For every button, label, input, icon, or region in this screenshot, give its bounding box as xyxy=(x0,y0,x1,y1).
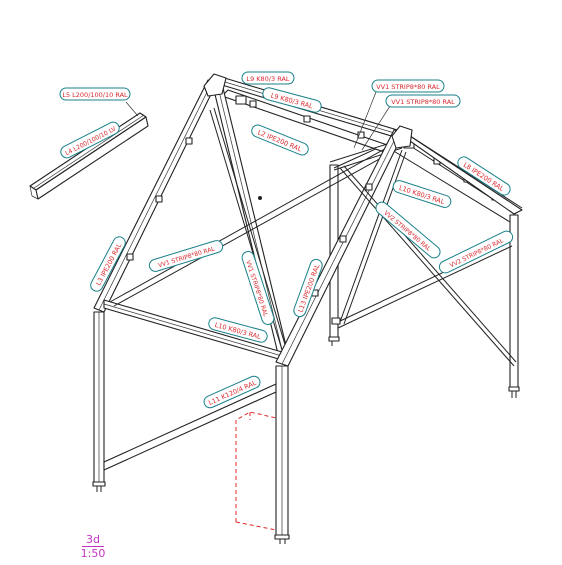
door-outline xyxy=(235,411,277,531)
tag-vv1b: VV1 STRIP8*80 RAL xyxy=(385,94,461,108)
tag-l2: L2 IPE200 RAL xyxy=(251,124,309,156)
tag-l9a-text: L9 K80/3 RAL xyxy=(246,75,289,83)
tag-vv1a-text: VV1 STRIP8*80 RAL xyxy=(376,83,440,91)
loose-angle-profile xyxy=(29,112,149,200)
view-scale: 3d 1:50 xyxy=(78,533,108,560)
scale-ratio: 1:50 xyxy=(80,547,106,560)
tag-vv2a-text: VV2 STRIP8*80 RAL xyxy=(382,210,432,254)
tag-vv2a: VV2 STRIP8*80 RAL xyxy=(375,201,441,259)
tag-vv1c: VV1 STRIP8*80 RAL xyxy=(148,240,224,272)
column-feet xyxy=(92,336,520,544)
tag-vv1a: VV1 STRIP8*80 RAL xyxy=(371,79,445,93)
tag-l5-text: L5 L200/100/10 RAL xyxy=(62,91,128,99)
tag-l5: L5 L200/100/10 RAL xyxy=(59,87,131,101)
view-name: 3d xyxy=(86,533,100,546)
tag-l9a: L9 K80/3 RAL xyxy=(241,71,295,85)
scale-divider xyxy=(82,546,104,547)
tag-l10a: L10 K80/3 RAL xyxy=(392,180,452,208)
tag-vv1b-text: VV1 STRIP8*80 RAL xyxy=(391,98,455,106)
tag-vv2b: VV2 STRIP8*80 RAL xyxy=(438,230,514,274)
leader-lines xyxy=(125,91,391,151)
front-left-portal xyxy=(93,73,393,486)
